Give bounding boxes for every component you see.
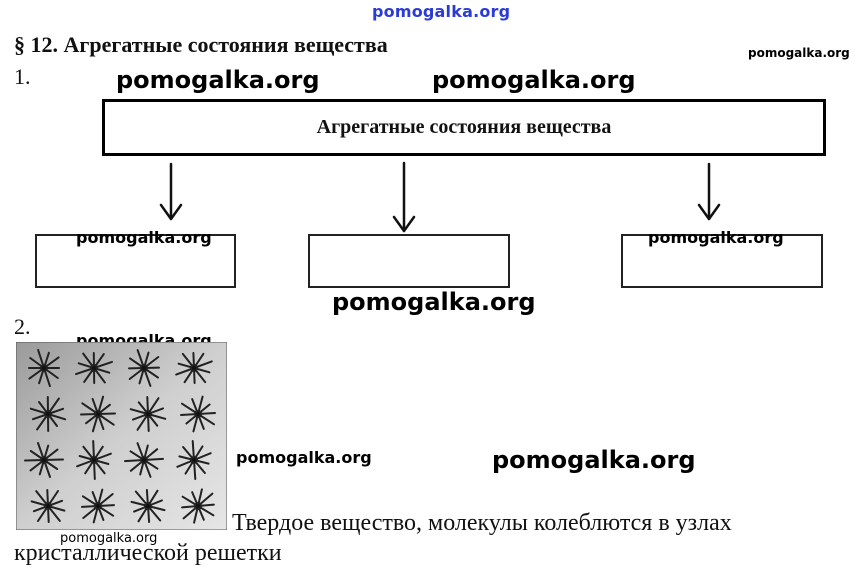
molecule [80,395,116,433]
molecule [129,396,167,432]
molecule [175,352,213,384]
molecule [76,440,112,480]
molecule [124,442,164,478]
watermark-text: pomogalka.org [60,531,158,546]
answer-box-1[interactable] [35,234,236,288]
top-watermark: pomogalka.org [372,2,511,21]
watermark-text: pomogalka.org [648,228,784,247]
crystal-lattice-image [16,342,227,530]
molecule [180,395,216,433]
task-number-2: 2. [14,314,31,339]
molecule [130,489,166,523]
answer-box-3[interactable] [621,234,823,288]
watermark-text: pomogalka.org [432,66,636,94]
task-number-1: 1. [14,64,31,89]
molecule [176,440,212,480]
molecule [28,348,60,388]
diagram-main-box-label: Агрегатные состояния вещества [316,116,612,138]
caption-line-2: кристаллической решетки [14,540,282,566]
arrow-left [159,162,183,221]
molecule [29,396,67,432]
watermark-text: pomogalka.org [748,46,850,60]
watermark-text: pomogalka.org [492,446,696,474]
arrow-middle [392,161,416,233]
molecule [24,442,64,478]
diagram-arrows [159,161,721,233]
caption-line-1: Твердое вещество, молекулы колеблются в … [232,510,732,536]
molecule [75,352,113,384]
answer-box-2[interactable] [308,234,510,288]
molecule [30,489,66,523]
molecule [128,349,160,387]
watermark-text: pomogalka.org [76,228,212,247]
molecule [181,488,215,524]
section-heading: § 12. Агрегатные состояния вещества [14,32,388,57]
watermark-text: pomogalka.org [116,66,320,94]
watermark-text: pomogalka.org [236,448,372,467]
diagram-main-box: Агрегатные состояния вещества [102,99,826,156]
arrow-right [697,162,721,221]
molecule [81,488,115,524]
watermark-text: pomogalka.org [332,288,536,316]
